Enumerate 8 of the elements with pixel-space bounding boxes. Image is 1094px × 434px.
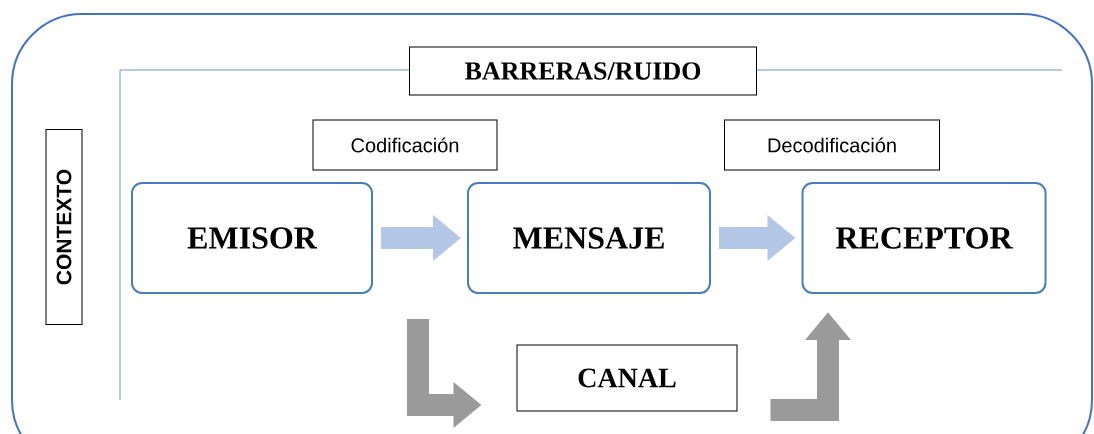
side-label-box: CONTEXTO	[45, 129, 83, 325]
channel-box: CANAL	[516, 344, 738, 412]
step-label-box: Codificación	[312, 119, 498, 171]
process-box: EMISOR	[131, 182, 373, 294]
process-box: MENSAJE	[467, 182, 711, 294]
heading-box: BARRERAS/RUIDO	[409, 46, 757, 96]
step-label-box: Decodificación	[724, 119, 940, 171]
process-box: RECEPTOR	[801, 182, 1047, 294]
